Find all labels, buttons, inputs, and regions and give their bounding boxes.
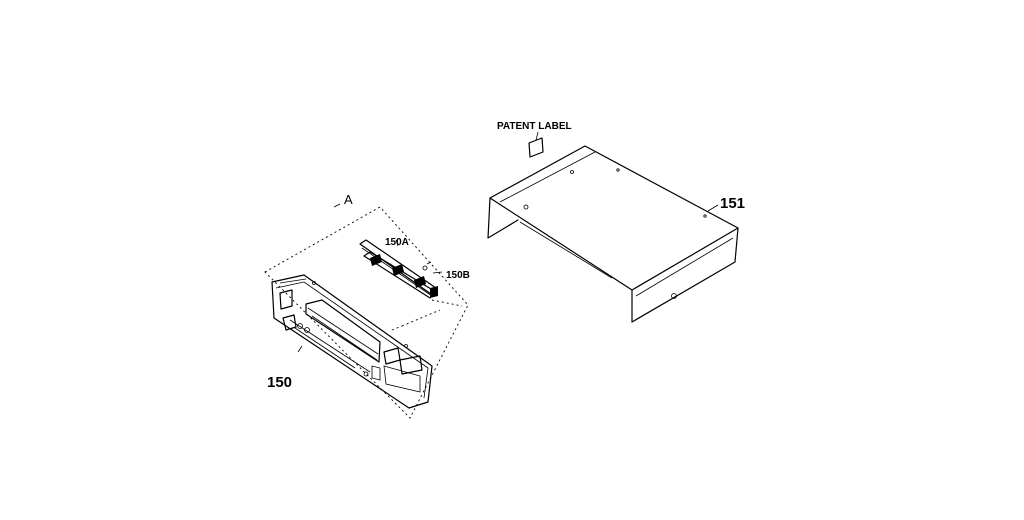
detail-label-a: A bbox=[344, 192, 353, 207]
front-panel-150 bbox=[271, 274, 433, 409]
leader-151 bbox=[707, 204, 719, 212]
spring-150b bbox=[422, 261, 443, 274]
part-number-150: 150 bbox=[267, 374, 292, 391]
top-cover-151 bbox=[487, 145, 739, 323]
part-number-150b: 150B bbox=[446, 270, 470, 281]
detail-box-a bbox=[264, 206, 469, 419]
part-number-151: 151 bbox=[720, 195, 745, 212]
cassette-door-150a bbox=[359, 239, 463, 331]
patent-label-text: PATENT LABEL bbox=[497, 121, 572, 132]
part-number-150a: 150A bbox=[385, 237, 409, 248]
leader-a bbox=[333, 203, 341, 208]
patent-label-sticker bbox=[528, 131, 544, 158]
